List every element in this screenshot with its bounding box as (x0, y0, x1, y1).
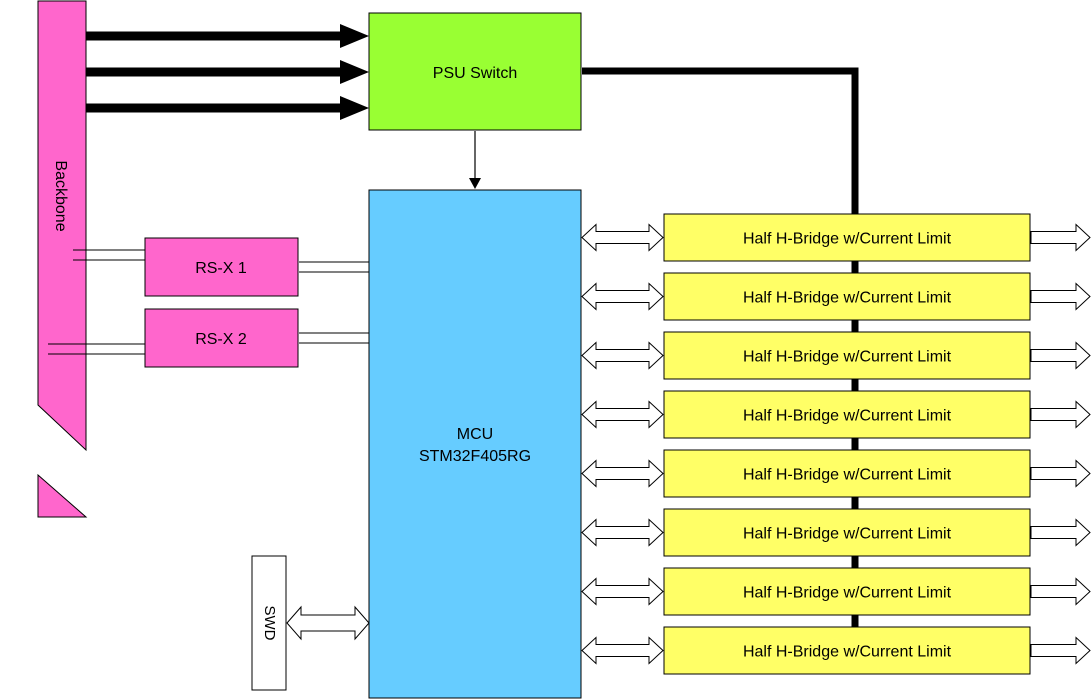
h-bridge-row: Half H-Bridge w/Current Limit (581, 449, 1091, 498)
h-bridge-block (663, 272, 1031, 321)
mcu-bridge-double-arrow (581, 282, 664, 311)
h-bridge-row: Half H-Bridge w/Current Limit (581, 508, 1091, 557)
mcu-block (368, 189, 582, 699)
mcu-bridge-double-arrow (581, 459, 664, 488)
h-bridge-block (663, 508, 1031, 557)
psu-switch-label: PSU Switch (433, 65, 517, 82)
rs-x1-block (144, 237, 299, 297)
power-arrows (86, 24, 369, 120)
mcu-bridge-double-arrow (581, 341, 664, 370)
h-bridge-output-arrow (1030, 400, 1091, 429)
h-bridge-output-arrow (1030, 282, 1091, 311)
h-bridge-row: Half H-Bridge w/Current Limit (581, 626, 1091, 675)
h-bridge-output-arrow (1030, 341, 1091, 370)
swd-block (251, 555, 287, 691)
mcu-bridge-double-arrow (581, 223, 664, 252)
rs-x2-block (144, 308, 299, 368)
rs-x2-label: RS-X 2 (195, 331, 247, 348)
backbone-block (37, 0, 87, 452)
h-bridge-block (663, 567, 1031, 616)
mcu-label: MCU (457, 426, 493, 443)
swd-label: SWD (261, 606, 278, 641)
h-bridge-block (663, 449, 1031, 498)
backbone-label: Backbone (52, 160, 69, 231)
rs-x1-connections (73, 249, 369, 273)
h-bridge-label: Half H-Bridge w/Current Limit (743, 408, 952, 425)
psu-to-mcu-arrow (469, 131, 481, 189)
swd-double-arrow (286, 605, 370, 641)
h-bridge-block (663, 626, 1031, 675)
mcu-bridge-double-arrow (581, 577, 664, 606)
h-bridge-row: Half H-Bridge w/Current Limit (581, 272, 1091, 321)
mcu-bridge-double-arrow (581, 636, 664, 665)
mcu-bridge-double-arrow (581, 518, 664, 547)
h-bridge-label: Half H-Bridge w/Current Limit (743, 644, 952, 661)
h-bridge-output-arrow (1030, 636, 1091, 665)
mcu-bridge-double-arrow (581, 400, 664, 429)
h-bridge-label: Half H-Bridge w/Current Limit (743, 231, 952, 248)
h-bridge-output-arrow (1030, 459, 1091, 488)
h-bridge-output-arrow (1030, 577, 1091, 606)
psu-switch-block (368, 12, 582, 131)
h-bridge-label: Half H-Bridge w/Current Limit (743, 349, 952, 366)
h-bridge-block (663, 390, 1031, 439)
h-bridge-row: Half H-Bridge w/Current Limit (581, 331, 1091, 380)
h-bridge-label: Half H-Bridge w/Current Limit (743, 526, 952, 543)
h-bridge-output-arrow (1030, 518, 1091, 547)
h-bridge-label: Half H-Bridge w/Current Limit (743, 585, 952, 602)
rs-x1-label: RS-X 1 (195, 260, 247, 277)
h-bridge-block (663, 213, 1031, 262)
backbone-block-lower (37, 473, 88, 518)
h-bridge-block (663, 331, 1031, 380)
mcu-part-number: STM32F405RG (419, 448, 531, 465)
h-bridge-label: Half H-Bridge w/Current Limit (743, 290, 952, 307)
h-bridge-row: Half H-Bridge w/Current Limit (581, 213, 1091, 262)
rs-x2-connections (48, 332, 369, 355)
h-bridge-row: Half H-Bridge w/Current Limit (581, 390, 1091, 439)
h-bridge-output-arrow (1030, 223, 1091, 252)
h-bridge-row: Half H-Bridge w/Current Limit (581, 567, 1091, 616)
h-bridge-label: Half H-Bridge w/Current Limit (743, 467, 952, 484)
